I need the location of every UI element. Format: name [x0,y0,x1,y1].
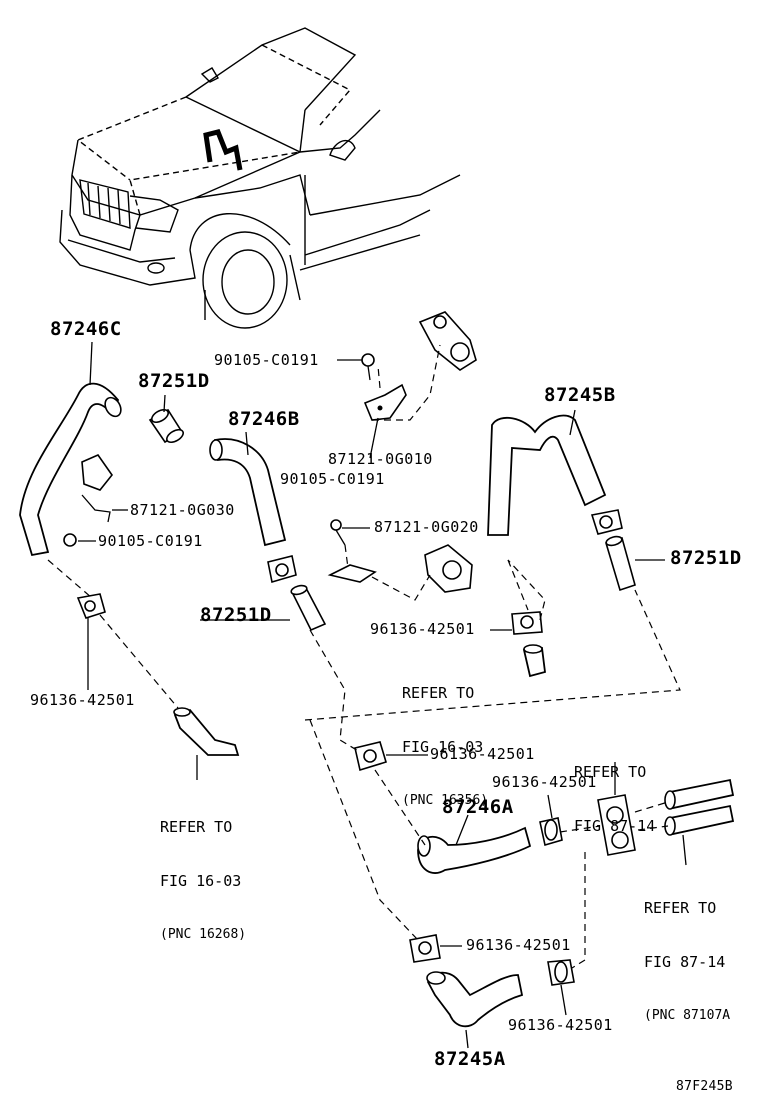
joint-87251D-right [605,535,636,592]
vehicle-illustration [59,27,461,329]
label-87246B: 87246B [228,408,300,430]
label-87245B: 87245B [544,384,616,406]
label-87245A: 87245A [434,1048,506,1070]
clamp-96136-bottom-left [409,934,441,963]
refer-line-1: REFER TO [402,684,475,702]
refer-pnc: (PNC 16356) [402,793,489,808]
leader-lines [78,341,687,1049]
refer-line-2: FIG 16-03 [402,738,484,756]
pipe-fig-16-03-right [522,644,546,678]
refer-line-2: FIG 16-03 [160,872,242,890]
refer-line-1: REFER TO [644,899,717,917]
bracket-87121-0G010 [363,383,407,421]
label-96136-lower: 96136-42501 [430,745,535,763]
refer-line-1: REFER TO [574,763,647,781]
label-96136-left: 96136-42501 [30,691,135,709]
hose-87246B [209,438,287,547]
clamp-96136-right [590,509,623,535]
label-87121-0G020: 87121-0G020 [374,518,479,536]
label-96136-bottom-left: 96136-42501 [466,936,571,954]
label-87251D-mid: 87251D [200,604,272,626]
refer-block-fig-87-14-top: REFER TO FIG 87-14 [574,727,655,853]
hose-87246A [417,826,532,874]
bracket-87121-0G030 [63,454,113,547]
clamp-96136-valve [539,817,563,847]
figure-code: 87F245B [676,1079,733,1094]
connection-lines [47,344,681,969]
label-96136-bottom-right: 96136-42501 [508,1016,613,1034]
clamp-96136-lower [354,741,387,772]
grommet-top [418,311,477,371]
label-87246C: 87246C [50,318,122,340]
clamp-96136-bottom-right [547,959,575,986]
label-96136-center: 96136-42501 [370,620,475,638]
refer-block-fig-16-03-pnc-16356: REFER TO FIG 16-03 (PNC 16356) [402,648,488,828]
label-96136-valve: 96136-42501 [492,773,597,791]
label-87246A: 87246A [442,796,514,818]
label-90105-mid: 90105-C0191 [280,470,385,488]
label-87251D-right: 87251D [670,547,742,569]
joint-87251D-top [148,408,184,444]
bracket-87121-0G020 [327,564,377,583]
label-87121-0G010: 87121-0G010 [328,450,433,468]
refer-block-fig-16-03-pnc-16268: REFER TO FIG 16-03 (PNC 16268) [160,782,246,962]
hose-87245A [426,971,524,1028]
refer-line-2: FIG 87-14 [644,953,726,971]
hose-87245B [487,414,607,536]
refer-line-1: REFER TO [160,818,233,836]
refer-block-fig-87-14-pnc-87107a: REFER TO FIG 87-14 (PNC 87107A [644,863,730,1043]
label-87121-0G030: 87121-0G030 [130,501,235,519]
refer-line-2: FIG 87-14 [574,817,656,835]
label-90105-left: 90105-C0191 [98,532,203,550]
grommet-mid [424,544,473,593]
bolt-90105-top [361,353,375,381]
joint-87251D-mid [290,584,327,632]
hose-87246C [19,382,122,557]
refer-pnc: (PNC 87107A [644,1008,731,1023]
clamp-96136-center [511,611,543,635]
bolt-90105-mid [330,519,346,546]
label-87251D-top: 87251D [138,370,210,392]
pipe-fig-16-03-left [173,707,240,756]
clamp-96136-left [76,593,106,619]
refer-pnc: (PNC 16268) [160,927,247,942]
pipes-fig-87-14 [664,778,735,836]
clamp-96136-mid [267,555,297,584]
valve-block [597,794,636,856]
label-90105-top: 90105-C0191 [214,351,319,369]
